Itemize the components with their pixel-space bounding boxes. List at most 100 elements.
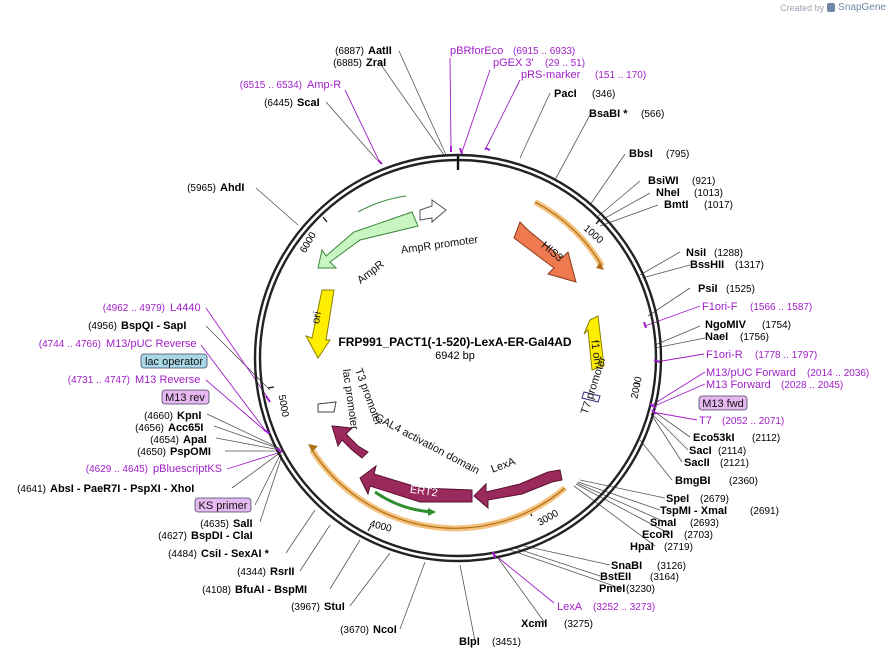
- site-ahdi: AhdI: [220, 182, 244, 194]
- site-nsii: NsiI: [686, 247, 706, 259]
- plasmid-length: 6942 bp: [435, 350, 475, 362]
- primer-pos-m13-forward: (2028 .. 2045): [781, 380, 843, 391]
- tick-label-5000: 5000: [276, 394, 291, 418]
- site-blpi: BlpI: [459, 636, 480, 648]
- site-paci: PacI: [554, 88, 577, 100]
- site-spei: SpeI: [666, 493, 689, 505]
- green-band-arrowhead-icon: [428, 508, 436, 516]
- site-pos-saci: (2114): [718, 446, 746, 457]
- site-pos-bspdi-clai: (4627): [158, 531, 187, 542]
- site-psii: PsiI: [698, 283, 718, 295]
- primer-f1ori-f: F1ori-F: [702, 301, 738, 313]
- plasmid-name: FRP991_PACT1(-1-520)-LexA-ER-Gal4AD: [338, 335, 572, 349]
- site-naei: NaeI: [705, 331, 728, 343]
- site-pos-hpai: (2719): [664, 542, 693, 553]
- site-pspomi: PspOMI: [170, 446, 211, 458]
- site-bsabi: BsaBI *: [589, 108, 628, 120]
- lexa-arrow: [473, 469, 563, 510]
- site-bmgbi: BmgBI: [675, 475, 710, 487]
- ampr-promoter-arrow: [419, 199, 447, 224]
- site-smai: SmaI: [650, 517, 676, 529]
- site-pos-bsabi: (566): [641, 109, 664, 120]
- primer-pos-m13-reverse: (4731 .. 4747): [68, 375, 130, 386]
- f1-ori-arrow: [583, 315, 605, 371]
- site-pos-ahdi: (5965): [187, 183, 216, 194]
- site-bmti: BmtI: [664, 199, 688, 211]
- site-bspdi-clai: BspDI - ClaI: [191, 530, 253, 542]
- t7-promoter-arrow: [581, 391, 601, 403]
- primer-m13-forward: M13 Forward: [706, 379, 771, 391]
- site-pos-nsii: (1288): [714, 248, 743, 259]
- site-pos-rsrii: (4344): [237, 567, 266, 578]
- site-pos-pmei: (3230): [626, 584, 655, 595]
- f1-ori-label: f1 ori: [588, 339, 603, 365]
- site-bsshii: BssHII: [690, 259, 724, 271]
- site-pos-bmti: (1017): [704, 200, 733, 211]
- site-pos-bbsi: (795): [666, 149, 689, 160]
- site-pos-xcmi: (3275): [564, 619, 593, 630]
- primer-pos-pbrforeco: (6915 .. 6933): [513, 46, 575, 57]
- backbone-outer-strand: [253, 153, 663, 563]
- ampr-guide-line: [357, 195, 407, 213]
- ori-label: ori: [310, 311, 324, 325]
- snapgene-logo-icon: [827, 3, 836, 12]
- site-pos-nhei: (1013): [694, 188, 723, 199]
- primer-m13-reverse: M13 Reverse: [135, 374, 200, 386]
- site-stui: StuI: [324, 601, 345, 613]
- site-bsiwi: BsiWI: [648, 175, 679, 187]
- tick-label-4000: 4000: [368, 519, 393, 535]
- site-apai: ApaI: [183, 434, 207, 446]
- ks-primer-label: KS primer: [199, 500, 248, 512]
- primer-pbrforeco: pBRforEco: [450, 45, 503, 57]
- site-pos-bfuai-bspmi: (4108): [202, 585, 231, 596]
- site-sali: SalI: [233, 518, 253, 530]
- site-pos-zrai: (6885): [333, 58, 362, 69]
- site-snabi: SnaBI: [611, 560, 642, 572]
- primer-m13-puc-forward: M13/pUC Forward: [706, 367, 796, 379]
- primer-lexa: LexA: [557, 601, 583, 613]
- site-saci: SacI: [689, 445, 712, 457]
- site-ngomiv: NgoMIV: [705, 319, 747, 331]
- site-pos-absi-xhoi: (4641): [17, 484, 46, 495]
- site-pos-aatii: (6887): [335, 46, 364, 57]
- site-pos-acc65i: (4656): [135, 423, 164, 434]
- snapgene-brand-name: SnapGene: [838, 2, 886, 13]
- site-pos-eco53ki: (2112): [752, 433, 780, 444]
- m13-rev-label: M13 rev: [165, 392, 205, 404]
- site-absi-xhoi: AbsI - PaeR7I - PspXI - XhoI: [50, 483, 194, 495]
- primer-f1ori-r: F1ori-R: [706, 349, 743, 361]
- site-pmei: PmeI: [599, 583, 625, 595]
- primer-amp-r: Amp-R: [307, 79, 341, 91]
- site-xcmi: XcmI: [521, 618, 547, 630]
- primer-pos-t7: (2052 .. 2071): [722, 416, 784, 427]
- site-ncoi: NcoI: [373, 624, 397, 636]
- ert2-label: ERT2: [409, 484, 438, 500]
- site-pos-ncoi: (3670): [340, 625, 369, 636]
- primer-l4440: L4440: [170, 302, 201, 314]
- site-pos-ngomiv: (1754): [762, 320, 791, 331]
- primer-pos-amp-r: (6515 .. 6534): [240, 80, 302, 91]
- m13-fwd-label: M13 fwd: [702, 398, 744, 410]
- site-tspmi-xmai: TspMI - XmaI: [660, 505, 727, 517]
- primer-pos-m13-puc-reverse: (4744 .. 4766): [39, 339, 101, 350]
- site-pos-tspmi-xmai: (2691): [750, 506, 779, 517]
- site-scai: ScaI: [297, 97, 320, 109]
- tick-label-3000: 3000: [536, 508, 561, 529]
- primer-pos-l4440: (4962 .. 4979): [103, 303, 165, 314]
- site-bsteii: BstEII: [600, 571, 631, 583]
- green-band: [374, 490, 433, 514]
- site-acc65i: Acc65I: [168, 422, 203, 434]
- primer-pos-f1ori-f: (1566 .. 1587): [750, 302, 812, 313]
- site-pos-bspqi-sapi: (4956): [88, 321, 117, 332]
- primer-marks: [263, 146, 661, 559]
- site-bspqi-sapi: BspQI - SapI: [121, 320, 186, 332]
- gal4-ad-label: GAL4 activation domain: [373, 412, 482, 477]
- site-pos-paci: (346): [592, 89, 615, 100]
- site-pos-smai: (2693): [690, 518, 719, 529]
- site-bfuai-bspmi: BfuAI - BspMI: [235, 584, 307, 596]
- site-pos-bmgbi: (2360): [729, 476, 758, 487]
- primer-pos-m13-puc-forward: (2014 .. 2036): [807, 368, 869, 379]
- site-pos-bsiwi: (921): [692, 176, 715, 187]
- site-pos-pspomi: (4650): [137, 447, 166, 458]
